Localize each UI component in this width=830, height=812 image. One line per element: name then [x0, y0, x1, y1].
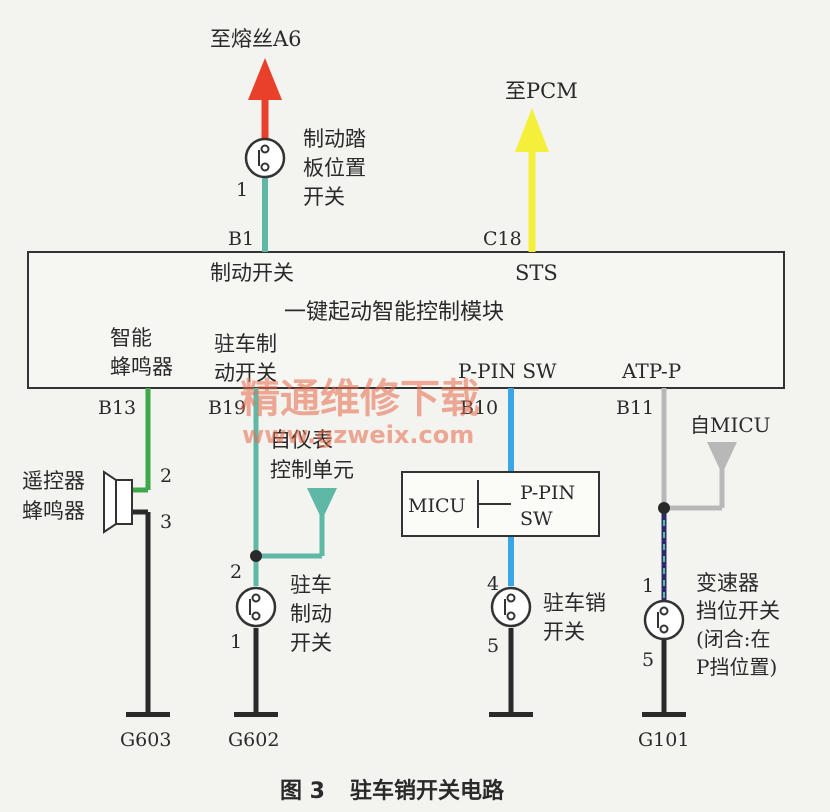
arrow-to-pcm [515, 108, 549, 152]
watermark-url: www.gzweix.com [242, 421, 474, 449]
pin-trans-1: 1 [642, 575, 654, 597]
pin-b13: B13 [98, 397, 136, 419]
park-pin-switch-symbol [490, 586, 532, 628]
module-sts: STS [515, 261, 558, 285]
junction-dot [658, 502, 670, 514]
label-park-brake-sw-3: 开关 [290, 631, 332, 655]
ground-symbol-g603 [126, 712, 170, 717]
ground-symbol-g101 [642, 712, 686, 717]
label-from-cluster-1: 自仪表 [270, 428, 333, 452]
module-brake-switch: 制动开关 [210, 261, 294, 285]
switch-contact [506, 611, 516, 621]
pin-b19: B19 [208, 397, 246, 419]
label-park-brake-sw-1: 驻车 [290, 573, 332, 597]
brake-pedal-switch-symbol [244, 137, 286, 179]
module-park-brake-2: 动开关 [214, 361, 277, 385]
label-trans-3: (闭合:在 [696, 627, 771, 651]
arrow-from-cluster [307, 488, 337, 520]
pin-c18: C18 [483, 228, 522, 250]
label-ppin: P-PIN [520, 482, 575, 504]
pin-buzzer-2: 2 [160, 465, 172, 487]
module-ppin-sw: P-PIN SW [458, 359, 557, 383]
label-park-pin-sw-2: 开关 [543, 620, 585, 644]
switch-contact [260, 144, 270, 154]
watermark-cn: 精通维修下载 [240, 376, 480, 422]
ground-g602: G602 [228, 729, 279, 751]
figure-title: 驻车销开关电路 [350, 778, 505, 804]
label-sw: SW [520, 508, 553, 530]
ground-symbol-park-pin [489, 712, 533, 717]
label-trans-4: P挡位置) [696, 655, 777, 679]
ground-g101: G101 [638, 729, 689, 751]
label-remote-buzzer-1: 遥控器 [22, 469, 85, 493]
module-smart-buzzer-1: 智能 [110, 326, 152, 350]
label-from-cluster-2: 控制单元 [270, 458, 354, 482]
label-brake-pedal-2: 板位置 [303, 156, 366, 180]
label-park-pin-sw-1: 驻车销 [543, 591, 606, 615]
figure-number: 图 3 [280, 779, 325, 804]
pin-park-brake-2: 2 [230, 561, 242, 583]
buzzer-horn [103, 470, 117, 534]
switch-contact [659, 624, 669, 634]
pin-b10: B10 [460, 397, 498, 419]
module-name: 一键起动智能控制模块 [284, 300, 504, 325]
pin-b11: B11 [616, 397, 654, 419]
switch-contact [251, 593, 261, 603]
pin-park-brake-1: 1 [230, 631, 242, 653]
pin-buzzer-3: 3 [160, 511, 172, 533]
label-brake-pedal-3: 开关 [303, 185, 345, 209]
module-box [27, 251, 785, 389]
label-park-brake-sw-2: 制动 [290, 602, 332, 626]
switch-contact [251, 611, 261, 621]
junction-dot [250, 550, 262, 562]
label-remote-buzzer-2: 蜂鸣器 [22, 499, 85, 523]
trans-switch-symbol [643, 599, 685, 641]
switch-contact [659, 606, 669, 616]
label-from-micu: 自MICU [690, 413, 771, 437]
arrow-from-micu [707, 442, 737, 474]
pin-brake-pedal: 1 [236, 179, 248, 201]
buzzer-body [115, 479, 133, 525]
park-brake-switch-symbol [235, 586, 277, 628]
pin-park-pin-5: 5 [487, 635, 499, 657]
switch-contact [506, 593, 516, 603]
pin-b1: B1 [228, 228, 254, 250]
arrow-to-fuse [248, 58, 282, 100]
label-trans-1: 变速器 [696, 571, 759, 595]
ground-g603: G603 [120, 729, 171, 751]
pin-trans-5: 5 [642, 649, 654, 671]
module-park-brake-1: 驻车制 [214, 332, 277, 356]
module-atp-p: ATP-P [621, 359, 681, 383]
module-smart-buzzer-2: 蜂鸣器 [110, 355, 173, 379]
label-brake-pedal-1: 制动踏 [303, 127, 366, 151]
label-micu: MICU [408, 495, 466, 517]
pin-park-pin-4: 4 [487, 573, 499, 595]
ground-symbol-g602 [234, 712, 278, 717]
switch-contact [260, 162, 270, 172]
label-trans-2: 挡位开关 [696, 599, 780, 623]
label-to-pcm: 至PCM [505, 79, 578, 103]
label-to-fuse: 至熔丝A6 [210, 27, 302, 51]
